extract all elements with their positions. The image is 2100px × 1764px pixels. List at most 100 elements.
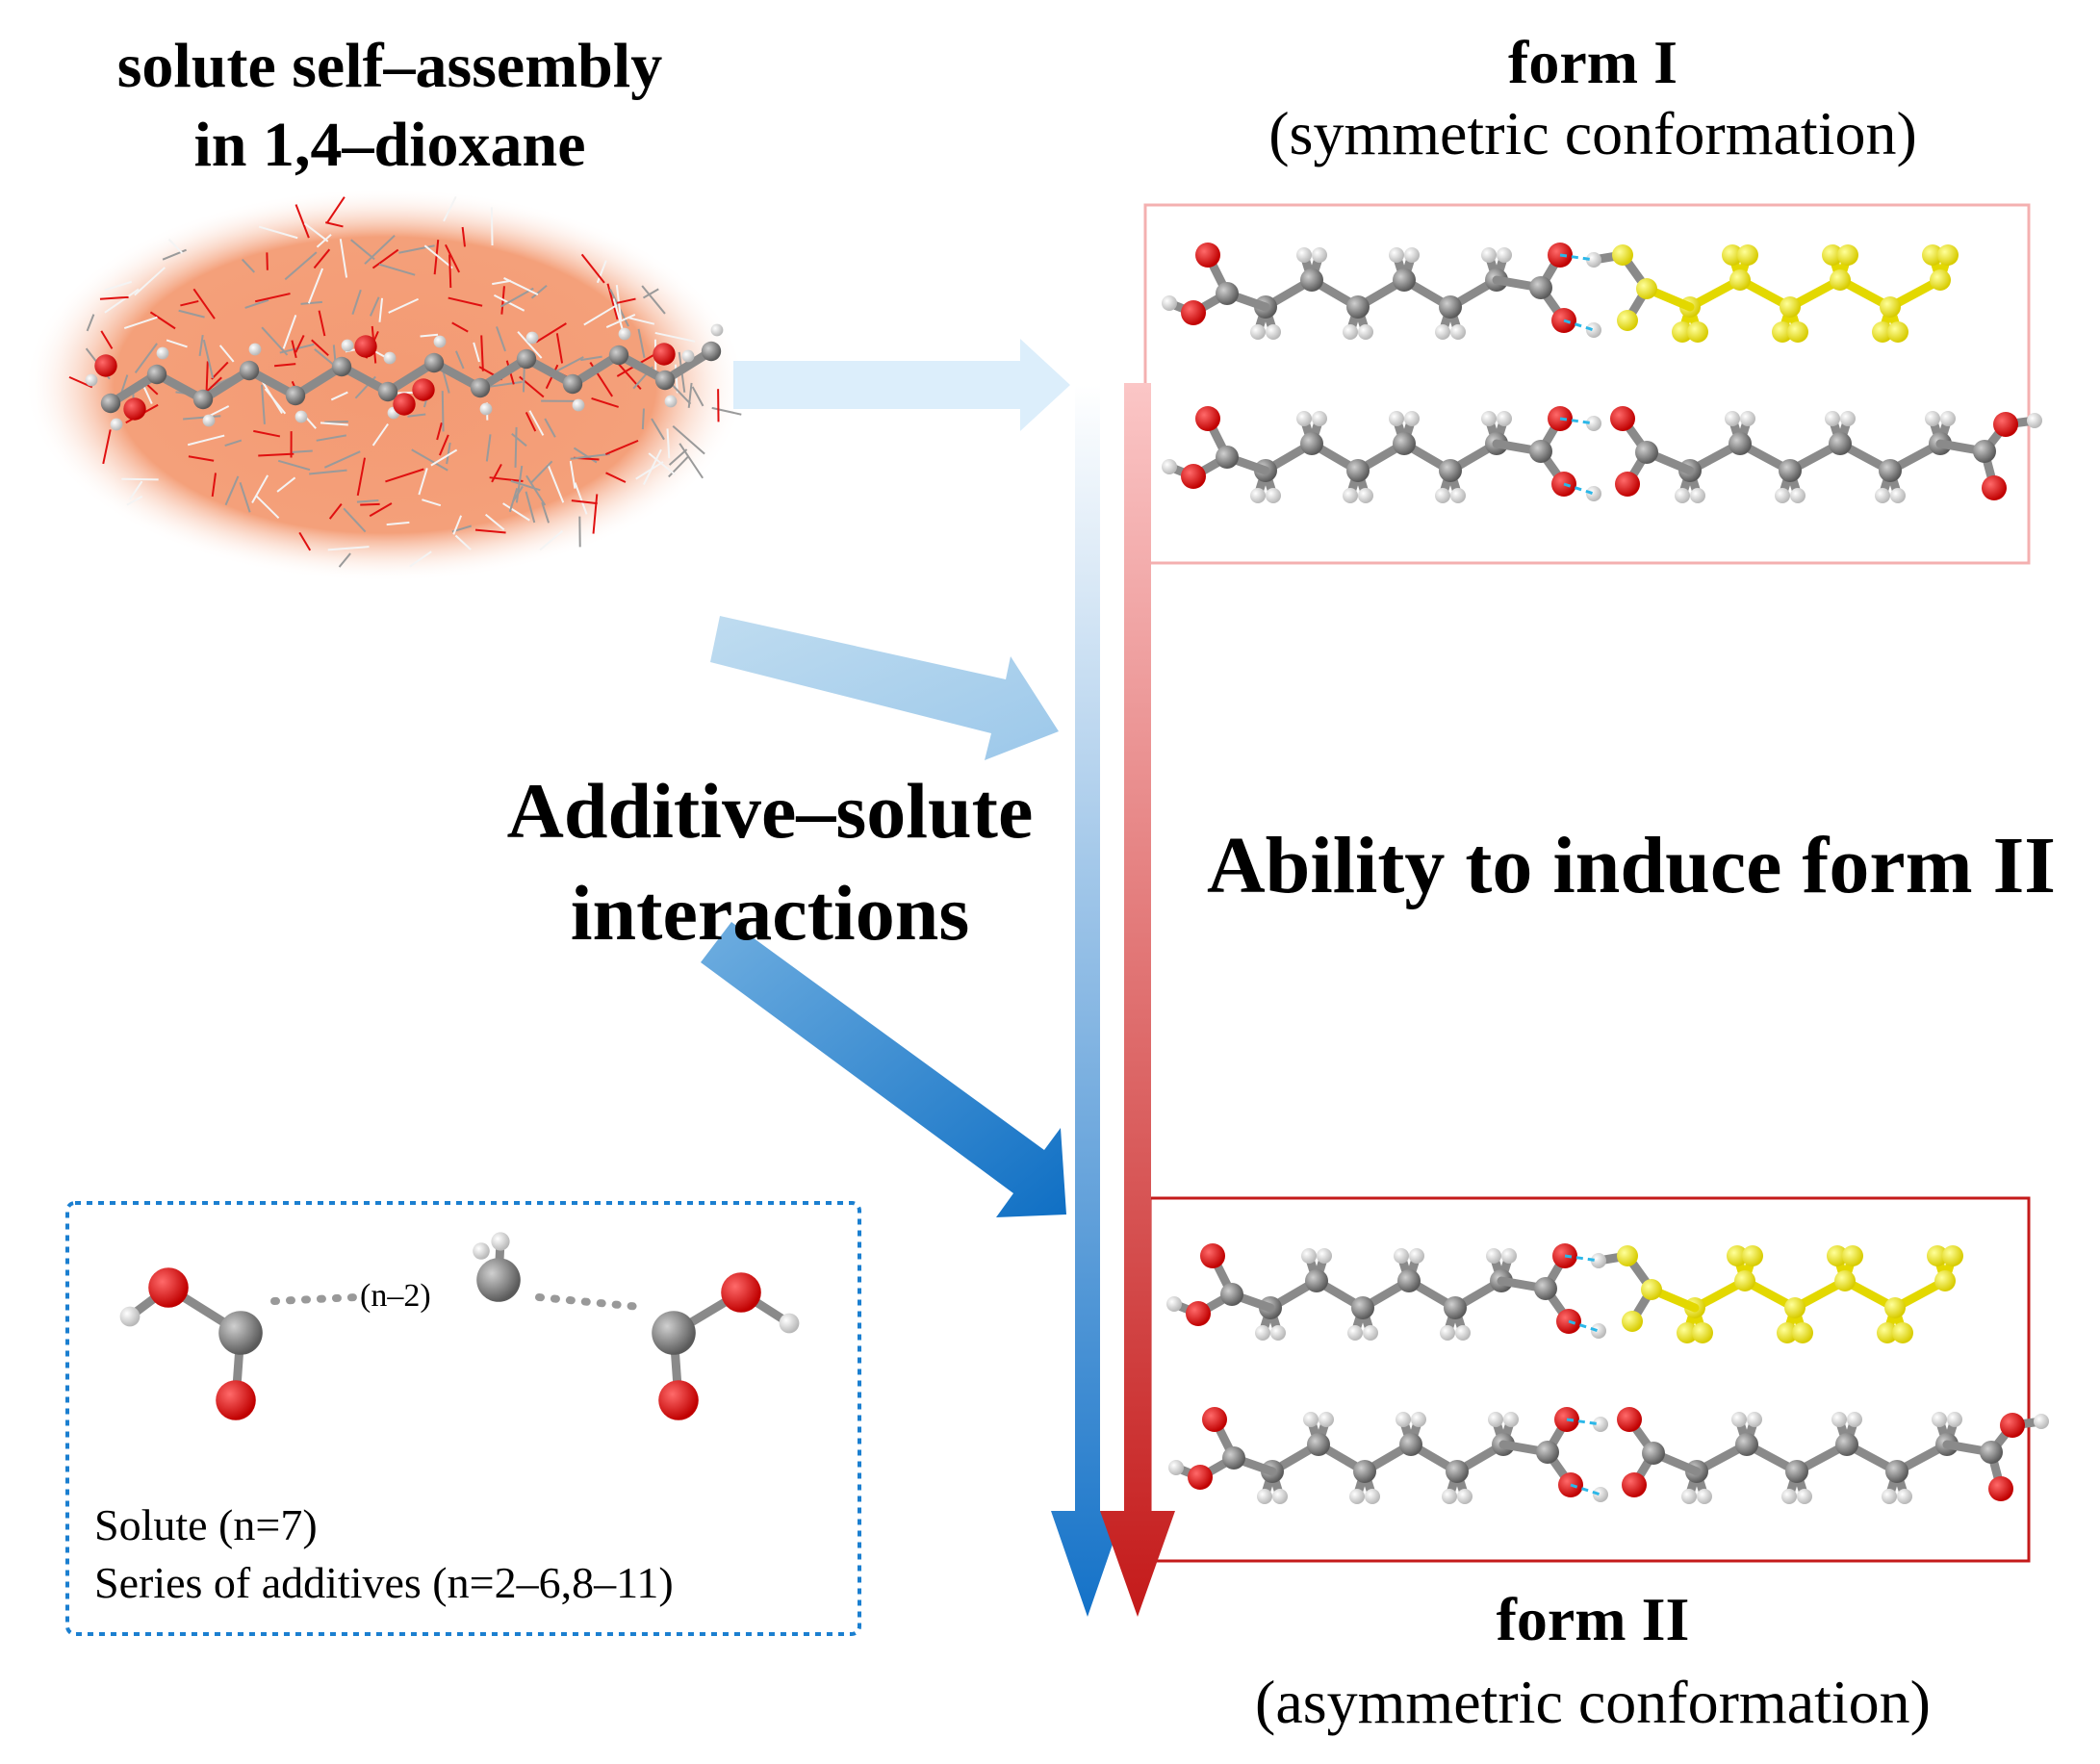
atom-H — [1312, 411, 1327, 426]
atom-C — [1346, 459, 1370, 482]
atom-C — [1216, 446, 1239, 469]
atom-Y — [1737, 244, 1758, 266]
atom-Y — [1830, 269, 1851, 291]
atom-C — [608, 345, 629, 366]
atom-C — [192, 389, 214, 410]
atom-Y — [1780, 296, 1801, 318]
atom-H — [1450, 488, 1466, 503]
atom-H — [1435, 324, 1450, 340]
atom-Y — [1837, 244, 1858, 266]
atom-H — [1396, 1412, 1411, 1427]
atom-H — [1409, 1248, 1424, 1264]
atom-C — [1534, 1277, 1557, 1300]
atom-Y — [1777, 1322, 1798, 1343]
atom-C — [100, 393, 121, 414]
atom-C — [476, 1258, 521, 1302]
atom-H — [1501, 1248, 1517, 1264]
form-I-title: form I — [1508, 28, 1677, 96]
atom-Y — [1617, 310, 1638, 331]
atom-O — [658, 1380, 699, 1420]
atom-H — [1593, 1417, 1608, 1432]
atom-H — [491, 1232, 510, 1251]
atom-H — [1347, 1325, 1363, 1341]
atom-C — [1305, 1269, 1328, 1292]
atom-H — [1488, 1412, 1503, 1427]
atom-H — [1343, 324, 1358, 340]
atom-Y — [1742, 1245, 1763, 1266]
atom-H — [85, 373, 98, 387]
atom-C — [377, 381, 398, 402]
atom-C — [1529, 276, 1552, 299]
atom-H — [1481, 247, 1497, 263]
atom-Y — [1942, 1245, 1963, 1266]
atom-C — [1307, 1433, 1330, 1456]
atom-H — [1897, 1489, 1912, 1504]
atom-Y — [1934, 1270, 1956, 1291]
atom-C — [423, 352, 445, 373]
atom-H — [1697, 1489, 1712, 1504]
atom-H — [618, 327, 631, 341]
atom-C — [1439, 459, 1462, 482]
atom-H — [1266, 488, 1281, 503]
atom-Y — [1672, 321, 1693, 343]
atom-C — [1353, 1460, 1376, 1483]
atom-Y — [1887, 321, 1908, 343]
atom-Y — [1937, 244, 1959, 266]
atom-H — [1162, 459, 1177, 474]
atom-O — [1181, 300, 1206, 325]
atom-H — [119, 1306, 141, 1327]
atom-C — [1879, 459, 1902, 482]
atom-Y — [1827, 1245, 1848, 1266]
atom-Y — [1922, 244, 1943, 266]
atom-H — [1586, 252, 1601, 268]
atom-H — [1940, 411, 1956, 426]
atom-C — [1779, 459, 1802, 482]
atom-O — [354, 335, 377, 358]
atom-O — [123, 397, 146, 421]
atom-H — [2034, 1414, 2049, 1429]
atom-H — [1681, 1489, 1697, 1504]
atom-H — [1411, 1412, 1426, 1427]
form-II-title: form II — [1496, 1585, 1690, 1653]
atom-H — [1404, 411, 1420, 426]
atom-O — [1982, 475, 2007, 500]
atom-Y — [1734, 1270, 1755, 1291]
legend-frame — [65, 1201, 861, 1636]
atom-H — [473, 1242, 490, 1260]
atom-O — [1615, 472, 1640, 497]
atom-H — [1435, 488, 1450, 503]
atom-H — [1840, 411, 1856, 426]
atom-H — [1270, 1325, 1286, 1341]
atom-H — [1947, 1412, 1962, 1427]
solvent-box-image — [24, 188, 746, 582]
atom-C — [1885, 1460, 1908, 1483]
atom-H — [1317, 1248, 1332, 1264]
atom-H — [1740, 411, 1755, 426]
atom-H — [1797, 1489, 1812, 1504]
atom-H — [1497, 247, 1512, 263]
atom-H — [1497, 411, 1512, 426]
atom-Y — [1641, 1279, 1662, 1300]
atom-H — [1731, 1412, 1747, 1427]
atom-H — [1440, 1325, 1455, 1341]
atom-H — [1503, 1412, 1519, 1427]
atom-H — [1250, 488, 1266, 503]
ability-label: Ability to induce form II — [1207, 821, 2056, 910]
atom-C — [1300, 268, 1323, 292]
form-II-dimer-top — [1166, 1243, 1963, 1343]
atom-Y — [1884, 1297, 1906, 1318]
atom-H — [1389, 247, 1404, 263]
atom-H — [1586, 322, 1601, 338]
form-I-subtitle: (symmetric conformation) — [1268, 99, 1917, 167]
atom-C — [1393, 432, 1416, 455]
atom-H — [1781, 1489, 1797, 1504]
atom-O — [1186, 1301, 1211, 1326]
legend-additives-line: Series of additives (n=2–6,8–11) — [94, 1558, 674, 1607]
atom-O — [721, 1272, 761, 1313]
additive-label-line1: Additive–solute — [506, 767, 1034, 855]
atom-H — [1296, 247, 1312, 263]
atom-O — [1195, 406, 1220, 431]
atom-C — [285, 385, 306, 406]
atom-O — [1610, 406, 1635, 431]
